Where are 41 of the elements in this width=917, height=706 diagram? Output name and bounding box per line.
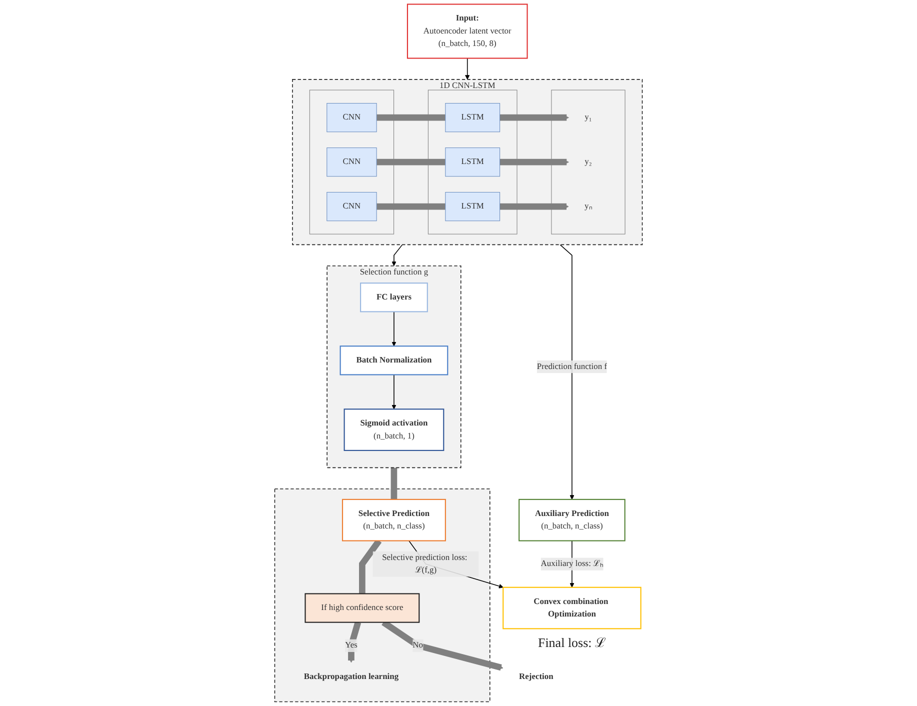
node-box: CNN [326, 148, 377, 177]
edge-label: No [412, 640, 424, 650]
node-box: If high confidence score [304, 593, 420, 623]
node-box: FC layers [360, 282, 428, 312]
arrow [560, 244, 574, 500]
node-text: Rejection [519, 672, 554, 682]
arrow [500, 114, 569, 121]
edge-label: Selective prediction loss: ℒ(f,g) [382, 552, 468, 575]
cluster [428, 90, 518, 234]
node-box: LSTM [445, 103, 500, 132]
connector [376, 158, 446, 166]
node-text: yₙ [584, 202, 592, 211]
cluster [551, 90, 626, 234]
cluster [309, 90, 394, 234]
node-text: y₂ [584, 157, 592, 166]
arrow [392, 311, 396, 346]
node-box: Convex combination Optimization [502, 586, 642, 630]
node-box: Input: Autoencoder latent vector (n_batch, 150, 8) [406, 4, 528, 59]
node-text: y₁ [584, 112, 592, 122]
arrow [500, 203, 569, 210]
connector [376, 203, 446, 210]
connector [376, 114, 446, 121]
node-box: CNN [326, 192, 377, 222]
node-box: LSTM [445, 192, 500, 222]
node-box: Selective Prediction (n_batch, n_class) [342, 498, 446, 542]
edge-label: Auxiliary loss: ℒₕ [540, 559, 604, 568]
arrow [465, 58, 470, 80]
node-text: Backpropagation learning [304, 672, 399, 682]
arrow [392, 374, 396, 410]
arrow [392, 244, 403, 266]
edge-label: Yes [345, 640, 358, 650]
loss-caption: Final loss: ℒ [538, 634, 606, 651]
cluster [274, 488, 490, 702]
node-box: LSTM [445, 148, 500, 177]
node-box: Sigmoid activation (n_batch, 1) [344, 408, 444, 451]
edge-label: Prediction function f [536, 362, 608, 372]
arrow [500, 158, 569, 166]
node-box: Auxiliary Prediction (n_batch, n_class) [518, 498, 626, 542]
node-box: Batch Normalization [340, 346, 448, 376]
connector [390, 468, 398, 500]
node-box: CNN [326, 103, 377, 132]
